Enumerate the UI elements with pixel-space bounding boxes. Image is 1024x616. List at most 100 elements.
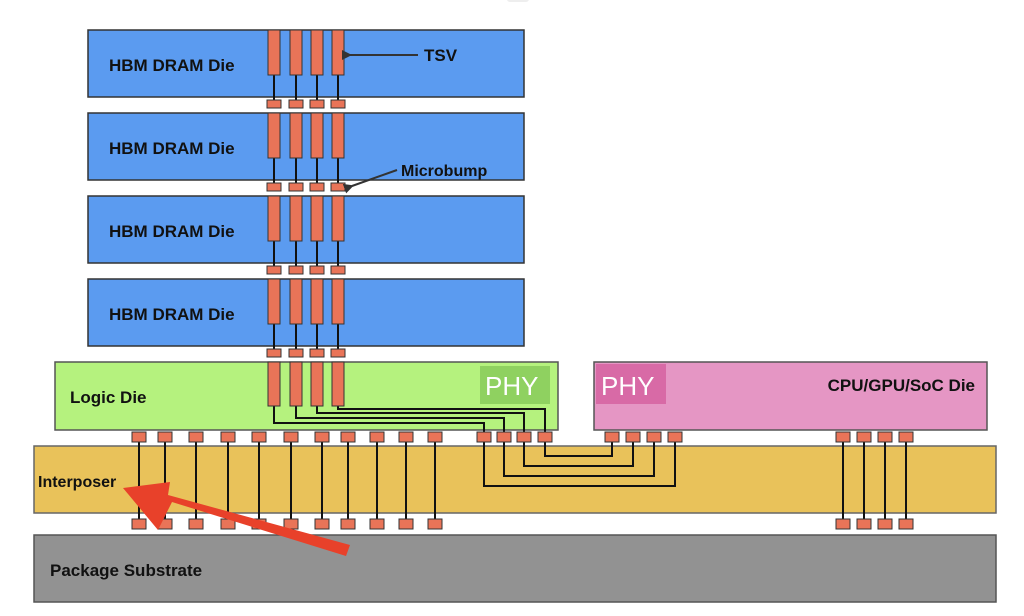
bump xyxy=(288,182,304,192)
bump xyxy=(131,431,147,443)
interconnect-wires xyxy=(138,70,907,522)
bump xyxy=(898,431,914,443)
annotation-arrow xyxy=(123,482,350,556)
interposer-label: Interposer xyxy=(38,474,116,491)
bump xyxy=(427,518,443,530)
soc-phy-block xyxy=(596,364,666,404)
bump xyxy=(835,518,851,530)
bump xyxy=(877,518,893,530)
bumps xyxy=(131,99,914,530)
hbm-die-label: HBM DRAM Die xyxy=(109,139,235,158)
bump xyxy=(537,431,553,443)
red-arrow-icon xyxy=(123,482,350,556)
bump xyxy=(266,182,282,192)
bump xyxy=(309,99,325,109)
bump xyxy=(898,518,914,530)
bump xyxy=(188,431,204,443)
tsv xyxy=(310,29,324,76)
package-substrate: Package Substrate xyxy=(33,534,997,603)
bump xyxy=(877,431,893,443)
interposer-phy-link xyxy=(523,440,634,467)
logic-die-label: Logic Die xyxy=(70,388,147,407)
hbm-die-label: HBM DRAM Die xyxy=(109,222,235,241)
tsv xyxy=(267,278,281,325)
hbm-stack: HBM DRAM Die HBM DRAM Die HBM DRAM Die H… xyxy=(87,29,525,347)
tsv-callout-label: TSV xyxy=(424,46,458,65)
bump xyxy=(496,431,512,443)
bump xyxy=(667,431,683,443)
tsv xyxy=(267,195,281,242)
bump xyxy=(330,265,346,275)
tsv xyxy=(331,112,345,159)
tsv xyxy=(289,112,303,159)
bump xyxy=(604,431,620,443)
bump xyxy=(330,99,346,109)
tsv xyxy=(267,29,281,76)
logic-phy-wire xyxy=(337,406,546,433)
bump xyxy=(309,348,325,358)
tsv xyxy=(289,29,303,76)
logic-tsv xyxy=(289,361,303,407)
bump xyxy=(330,348,346,358)
logic-die: PHY Logic Die xyxy=(54,361,559,431)
logic-phy-wire xyxy=(316,406,525,433)
bump xyxy=(157,431,173,443)
bump xyxy=(856,518,872,530)
tsv xyxy=(289,278,303,325)
bump xyxy=(369,431,385,443)
bump xyxy=(288,99,304,109)
bump xyxy=(646,431,662,443)
top-edge-artifact xyxy=(507,0,529,2)
bump xyxy=(314,431,330,443)
bump xyxy=(398,431,414,443)
bump xyxy=(288,265,304,275)
bump xyxy=(314,518,330,530)
soc-die: PHY CPU/GPU/SoC Die xyxy=(593,361,988,431)
tsv xyxy=(310,195,324,242)
tsv xyxy=(310,278,324,325)
logic-phy-wire xyxy=(295,406,505,433)
tsv xyxy=(331,195,345,242)
tsv xyxy=(267,112,281,159)
tsv xyxy=(331,29,345,76)
logic-tsv xyxy=(310,361,324,407)
bump xyxy=(330,182,346,192)
logic-phy-block xyxy=(480,366,550,404)
hbm-die-label: HBM DRAM Die xyxy=(109,305,235,324)
tsv xyxy=(310,112,324,159)
bump xyxy=(856,431,872,443)
soc-die-label: CPU/GPU/SoC Die xyxy=(828,376,975,395)
bump xyxy=(398,518,414,530)
soc-phy-label: PHY xyxy=(601,371,654,401)
tsv-callout: TSV xyxy=(342,46,458,65)
bump xyxy=(266,265,282,275)
bump xyxy=(427,431,443,443)
bump xyxy=(131,518,147,530)
bump xyxy=(309,182,325,192)
bump xyxy=(625,431,641,443)
interposer-phy-link xyxy=(483,440,676,487)
package-substrate-label: Package Substrate xyxy=(50,561,202,580)
bump xyxy=(220,431,236,443)
tsv xyxy=(289,195,303,242)
bump xyxy=(266,99,282,109)
bump xyxy=(369,518,385,530)
bump xyxy=(266,348,282,358)
microbump-callout-label: Microbump xyxy=(401,163,487,180)
logic-tsv xyxy=(331,361,345,407)
logic-phy-label: PHY xyxy=(485,371,538,401)
hbm-die: HBM DRAM Die xyxy=(87,195,525,264)
bump xyxy=(188,518,204,530)
bump xyxy=(476,431,492,443)
bump xyxy=(309,265,325,275)
hbm-die-label: HBM DRAM Die xyxy=(109,56,235,75)
logic-tsv xyxy=(267,361,281,407)
hbm-die: HBM DRAM Die xyxy=(87,29,525,98)
bump xyxy=(288,348,304,358)
hbm-die: HBM DRAM Die xyxy=(87,112,525,181)
bump xyxy=(283,431,299,443)
bump xyxy=(340,431,356,443)
tsv xyxy=(331,278,345,325)
logic-phy-wire xyxy=(273,406,485,433)
